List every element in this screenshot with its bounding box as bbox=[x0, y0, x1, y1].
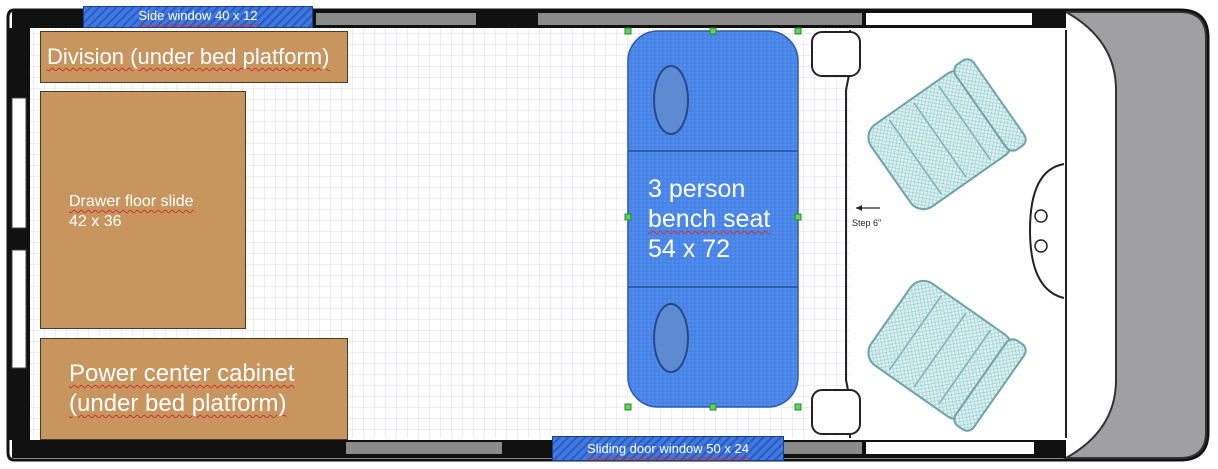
rear-wall bbox=[8, 28, 30, 440]
console bbox=[1028, 163, 1065, 299]
side-window-label: Side window 40 x 12 bbox=[138, 8, 258, 23]
console-knob-1 bbox=[1034, 209, 1048, 223]
step-label: Step 6" bbox=[852, 218, 882, 228]
console-knob-2 bbox=[1034, 239, 1048, 253]
bottom-window-2 bbox=[780, 442, 862, 454]
pillar-bottom bbox=[811, 389, 861, 435]
top-window-2 bbox=[538, 13, 862, 25]
bench-seat-shape[interactable] bbox=[627, 30, 799, 408]
hood bbox=[1062, 11, 1207, 459]
rear-window-2 bbox=[11, 249, 27, 369]
drawer-box[interactable]: Drawer floor slide 42 x 36 bbox=[40, 91, 246, 329]
pillar-top bbox=[811, 31, 861, 77]
drawer-label: Drawer floor slide 42 x 36 bbox=[69, 193, 194, 230]
bench-label: 3 person bench seat 54 x 72 bbox=[648, 175, 771, 263]
passenger-seat bbox=[867, 279, 1027, 432]
sliding-window-label: Sliding door window 50 x 24 bbox=[587, 441, 749, 456]
selection-handles[interactable] bbox=[624, 27, 802, 411]
front-bottom-window bbox=[866, 442, 1034, 454]
bottom-window-1 bbox=[346, 442, 502, 454]
side-window-tag[interactable]: Side window 40 x 12 bbox=[83, 6, 313, 28]
division-label: Division (under bed platform) bbox=[47, 44, 330, 69]
headrest-bottom bbox=[653, 303, 689, 373]
driver-seat bbox=[867, 58, 1027, 211]
headrest-top bbox=[653, 65, 689, 135]
top-window-1 bbox=[316, 13, 476, 25]
front-top-window bbox=[866, 13, 1032, 25]
sliding-window-tag[interactable]: Sliding door window 50 x 24 bbox=[552, 436, 784, 461]
power-cabinet-label: Power center cabinet (under bed platform… bbox=[69, 360, 295, 417]
rear-window-1 bbox=[11, 97, 27, 229]
division-box[interactable]: Division (under bed platform) bbox=[40, 31, 348, 83]
power-cabinet-box[interactable]: Power center cabinet (under bed platform… bbox=[40, 338, 348, 440]
